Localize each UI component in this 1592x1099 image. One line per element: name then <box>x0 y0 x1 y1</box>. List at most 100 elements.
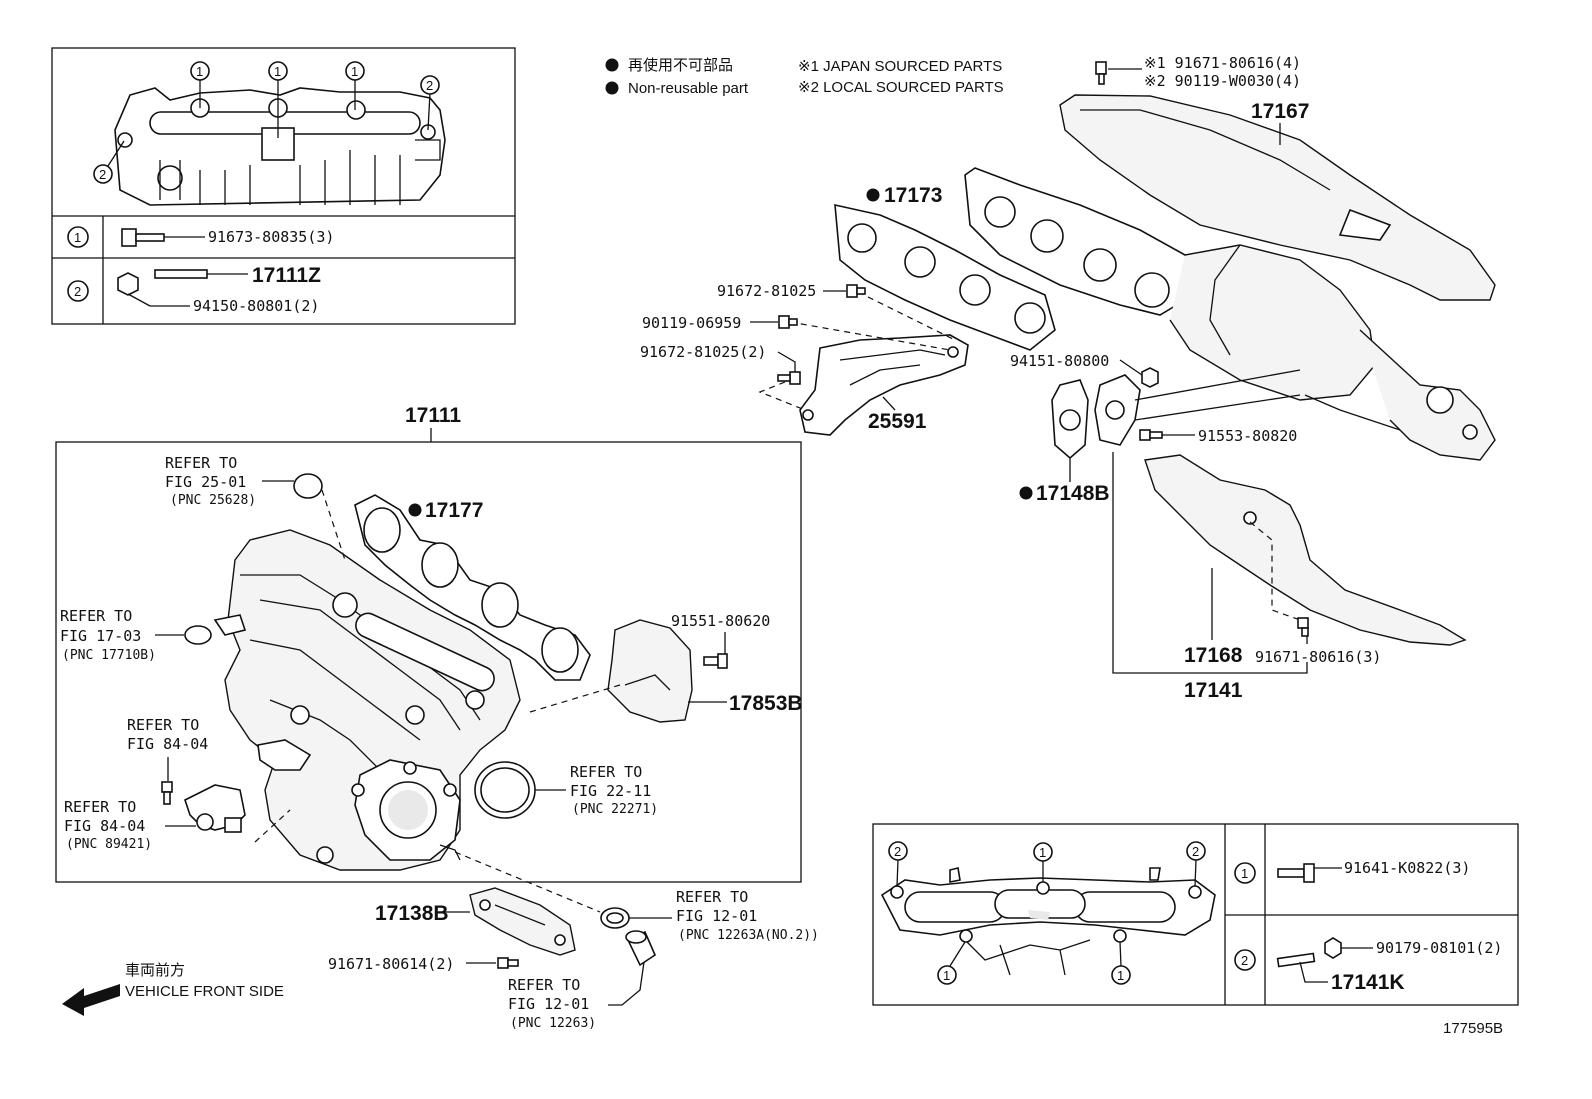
ref-line-1: REFER TO <box>60 607 132 625</box>
stud-bolt-icon <box>1276 952 1316 968</box>
bolt-icon <box>1139 429 1163 441</box>
vehicle-front-arrow-icon <box>62 984 120 1016</box>
bolt-icon <box>777 371 801 385</box>
legend-jp-text: 再使用不可部品 <box>628 56 733 74</box>
callout-1: 1 <box>196 64 203 79</box>
legend-note-local: ※2 LOCAL SOURCED PARTS <box>798 79 1004 96</box>
stud-bolt-icon <box>154 269 208 279</box>
bolt-icon <box>161 781 173 805</box>
part-number: 90119-06959 <box>642 314 741 332</box>
callout-1: 1 <box>274 64 281 79</box>
bolt-icon <box>846 284 866 298</box>
part-number: 17853B <box>729 692 803 715</box>
ref-line-1: REFER TO <box>508 976 580 994</box>
part-number: 91553-80820 <box>1198 427 1297 445</box>
ref-line-2: FIG 17-03 <box>60 627 141 645</box>
callout-2: 2 <box>426 78 433 93</box>
bracket-17138b <box>469 887 576 956</box>
ref-line-1: REFER TO <box>64 798 136 816</box>
row-number: 1 <box>1241 866 1248 881</box>
ref-line-3: (PNC 12263A(NO.2)) <box>678 928 819 943</box>
part-number: 91672-81025(2) <box>640 343 766 361</box>
ref-line-2: FIG 22-11 <box>570 782 651 800</box>
part-number: 91673-80835(3) <box>208 228 334 246</box>
intake-flange-drawing <box>114 87 446 206</box>
ref-line-2: FIG 84-04 <box>64 817 145 835</box>
part-number: 91671-80616(3) <box>1255 648 1381 666</box>
ref-line-2: FIG 25-01 <box>165 473 246 491</box>
ref-line-1: REFER TO <box>127 716 199 734</box>
part-number: 91672-81025 <box>717 282 816 300</box>
part-number: 17141 <box>1184 679 1243 702</box>
pressure-sensor <box>184 784 246 833</box>
ref-line-3: (PNC 12263) <box>510 1016 596 1031</box>
exhaust-assembly: 17167 ※1 91671-80616(4) ※2 90119-W0030(4… <box>640 54 1496 702</box>
front-pipe-gasket <box>1051 379 1089 460</box>
exhaust-gasket <box>834 203 1056 351</box>
non-reusable-dot-icon <box>1019 486 1033 500</box>
part-number: 17173 <box>884 184 942 207</box>
bolt-icon <box>1297 617 1309 637</box>
callout-1: 1 <box>943 968 950 983</box>
callout-1: 1 <box>1117 968 1124 983</box>
legend-note-japan: ※1 JAPAN SOURCED PARTS <box>798 58 1002 75</box>
inset-intake-bolts: 1 1 1 2 2 1 91673-80835(3) 2 17111Z <box>51 47 516 325</box>
bolt-icon <box>1095 61 1107 85</box>
row-number: 2 <box>74 284 81 299</box>
ref-line-3: (PNC 89421) <box>66 837 152 852</box>
part-number: 17148B <box>1036 482 1110 505</box>
nut-icon <box>117 272 139 296</box>
intake-assembly: 17111 <box>55 404 803 883</box>
ref-line-2: FIG 84-04 <box>127 735 208 753</box>
part-number: 17177 <box>425 499 483 522</box>
ref-line-1: REFER TO <box>165 454 237 472</box>
nut-icon <box>1324 937 1342 959</box>
flange-bolt-icon <box>121 228 165 247</box>
heat-insulator-upper <box>1059 94 1496 301</box>
nut-icon <box>1141 367 1159 388</box>
non-reusable-dot-icon <box>605 81 619 95</box>
callout-1: 1 <box>1039 845 1046 860</box>
part-number: 90179-08101(2) <box>1376 939 1502 957</box>
part-number: 91551-80620 <box>671 612 770 630</box>
bolt-icon <box>703 653 728 669</box>
ref-line-1: REFER TO <box>570 763 642 781</box>
ref-line-3: (PNC 17710B) <box>62 648 156 663</box>
flange-front-pipe <box>1094 369 1301 446</box>
part-number: 17167 <box>1251 100 1309 123</box>
part-number: 94151-80800 <box>1010 352 1109 370</box>
front-en-text: VEHICLE FRONT SIDE <box>125 983 284 1000</box>
manifold-stay <box>799 334 969 436</box>
bolt-icon <box>778 315 798 329</box>
front-jp-text: 車両前方 <box>125 961 185 979</box>
part-number: 25591 <box>868 410 927 433</box>
non-reusable-dot-icon <box>866 188 880 202</box>
legend: 再使用不可部品 Non-reusable part ※1 JAPAN SOURC… <box>605 56 1004 97</box>
o-ring <box>293 473 323 499</box>
legend-en-text: Non-reusable part <box>628 80 749 97</box>
hose <box>625 930 657 967</box>
part-number: ※2 90119-W0030(4) <box>1144 72 1301 90</box>
part-number: 91641-K0822(3) <box>1344 859 1470 877</box>
diagram-id: 177595B <box>1443 1020 1503 1037</box>
heat-insulator-lower <box>1144 454 1467 646</box>
callout-1: 1 <box>351 64 358 79</box>
exhaust-flange-drawing <box>880 867 1216 976</box>
intake-insulator <box>607 619 693 723</box>
callout-2: 2 <box>894 844 901 859</box>
part-number: 17111Z <box>252 264 321 287</box>
exhaust-manifold <box>964 167 1496 461</box>
part-number: ※1 91671-80616(4) <box>1144 54 1301 72</box>
part-number: 17168 <box>1184 644 1243 667</box>
intake-gasket <box>354 494 591 681</box>
part-number: 17111 <box>405 404 461 427</box>
part-number: 17138B <box>375 902 449 925</box>
ref-line-2: FIG 12-01 <box>676 907 757 925</box>
intake-manifold <box>213 529 521 871</box>
row-number: 1 <box>74 230 81 245</box>
part-number: 91671-80614(2) <box>328 955 454 973</box>
flange-bolt-icon <box>1277 863 1315 883</box>
row-number: 2 <box>1241 953 1248 968</box>
ref-line-2: FIG 12-01 <box>508 995 589 1013</box>
